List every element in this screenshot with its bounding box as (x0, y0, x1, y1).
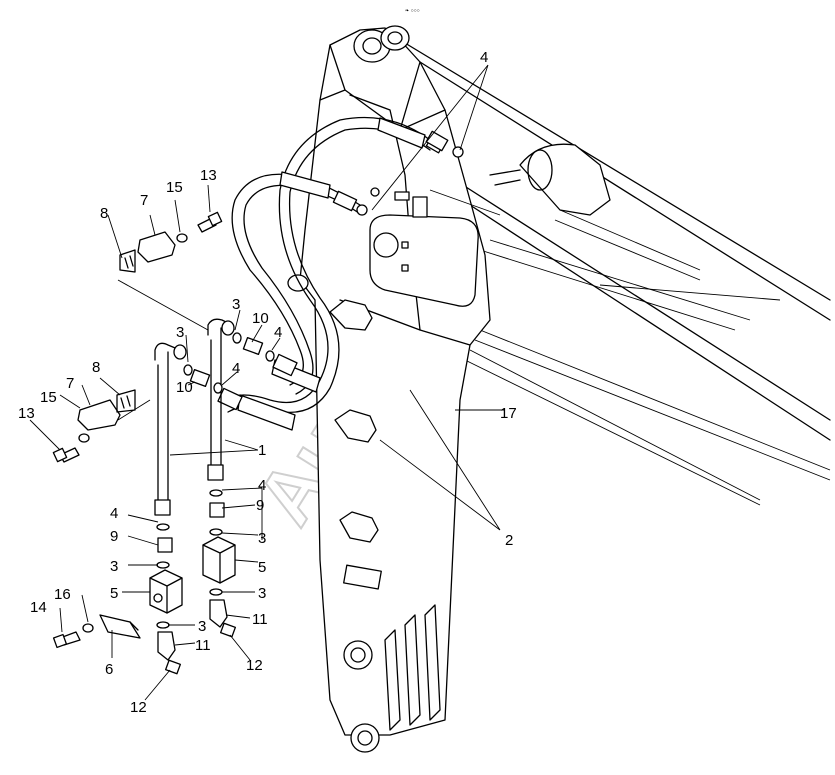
callout-12b: 12 (130, 699, 147, 716)
callout-4b: 4 (232, 360, 240, 377)
leader-lines (29, 64, 505, 701)
callout-10b: 10 (176, 379, 193, 396)
callout-4a: 4 (274, 324, 282, 341)
callout-2: 2 (505, 532, 513, 549)
callout-13: 13 (200, 167, 217, 184)
callout-7b: 7 (66, 375, 74, 392)
callout-6: 6 (105, 661, 113, 678)
callout-5b: 5 (110, 585, 118, 602)
callout-3a: 3 (232, 296, 240, 313)
callout-labels: 4 17 2 1 13 15 7 8 8 7 15 13 3 10 4 3 4 … (18, 49, 517, 716)
callout-3c: 3 (258, 530, 266, 547)
callout-3e: 3 (110, 558, 118, 575)
boom-arm (287, 25, 831, 753)
callout-9a: 9 (256, 497, 264, 514)
callout-11b: 11 (195, 637, 211, 654)
callout-3b: 3 (176, 324, 184, 341)
callout-14: 14 (30, 599, 47, 616)
callout-1: 1 (258, 442, 266, 459)
callout-13b: 13 (18, 405, 35, 422)
callout-12a: 12 (246, 657, 263, 674)
callout-5a: 5 (258, 559, 266, 576)
callout-4: 4 (480, 49, 488, 66)
loose-parts (52, 211, 275, 675)
callout-9b: 9 (110, 528, 118, 545)
callout-16: 16 (54, 586, 71, 603)
callout-17: 17 (500, 405, 517, 422)
callout-3d: 3 (258, 585, 266, 602)
hoses (217, 116, 449, 431)
callout-15: 15 (166, 179, 183, 196)
callout-10a: 10 (252, 310, 269, 327)
callout-7: 7 (140, 192, 148, 209)
callout-3f: 3 (198, 618, 206, 635)
callout-8: 8 (100, 205, 108, 222)
callout-11a: 11 (252, 611, 268, 628)
callout-15b: 15 (40, 389, 57, 406)
header-mark: ❧ ○○○ (405, 8, 420, 14)
callout-8b: 8 (92, 359, 100, 376)
callout-4d: 4 (110, 505, 118, 522)
callout-4c: 4 (258, 477, 266, 494)
